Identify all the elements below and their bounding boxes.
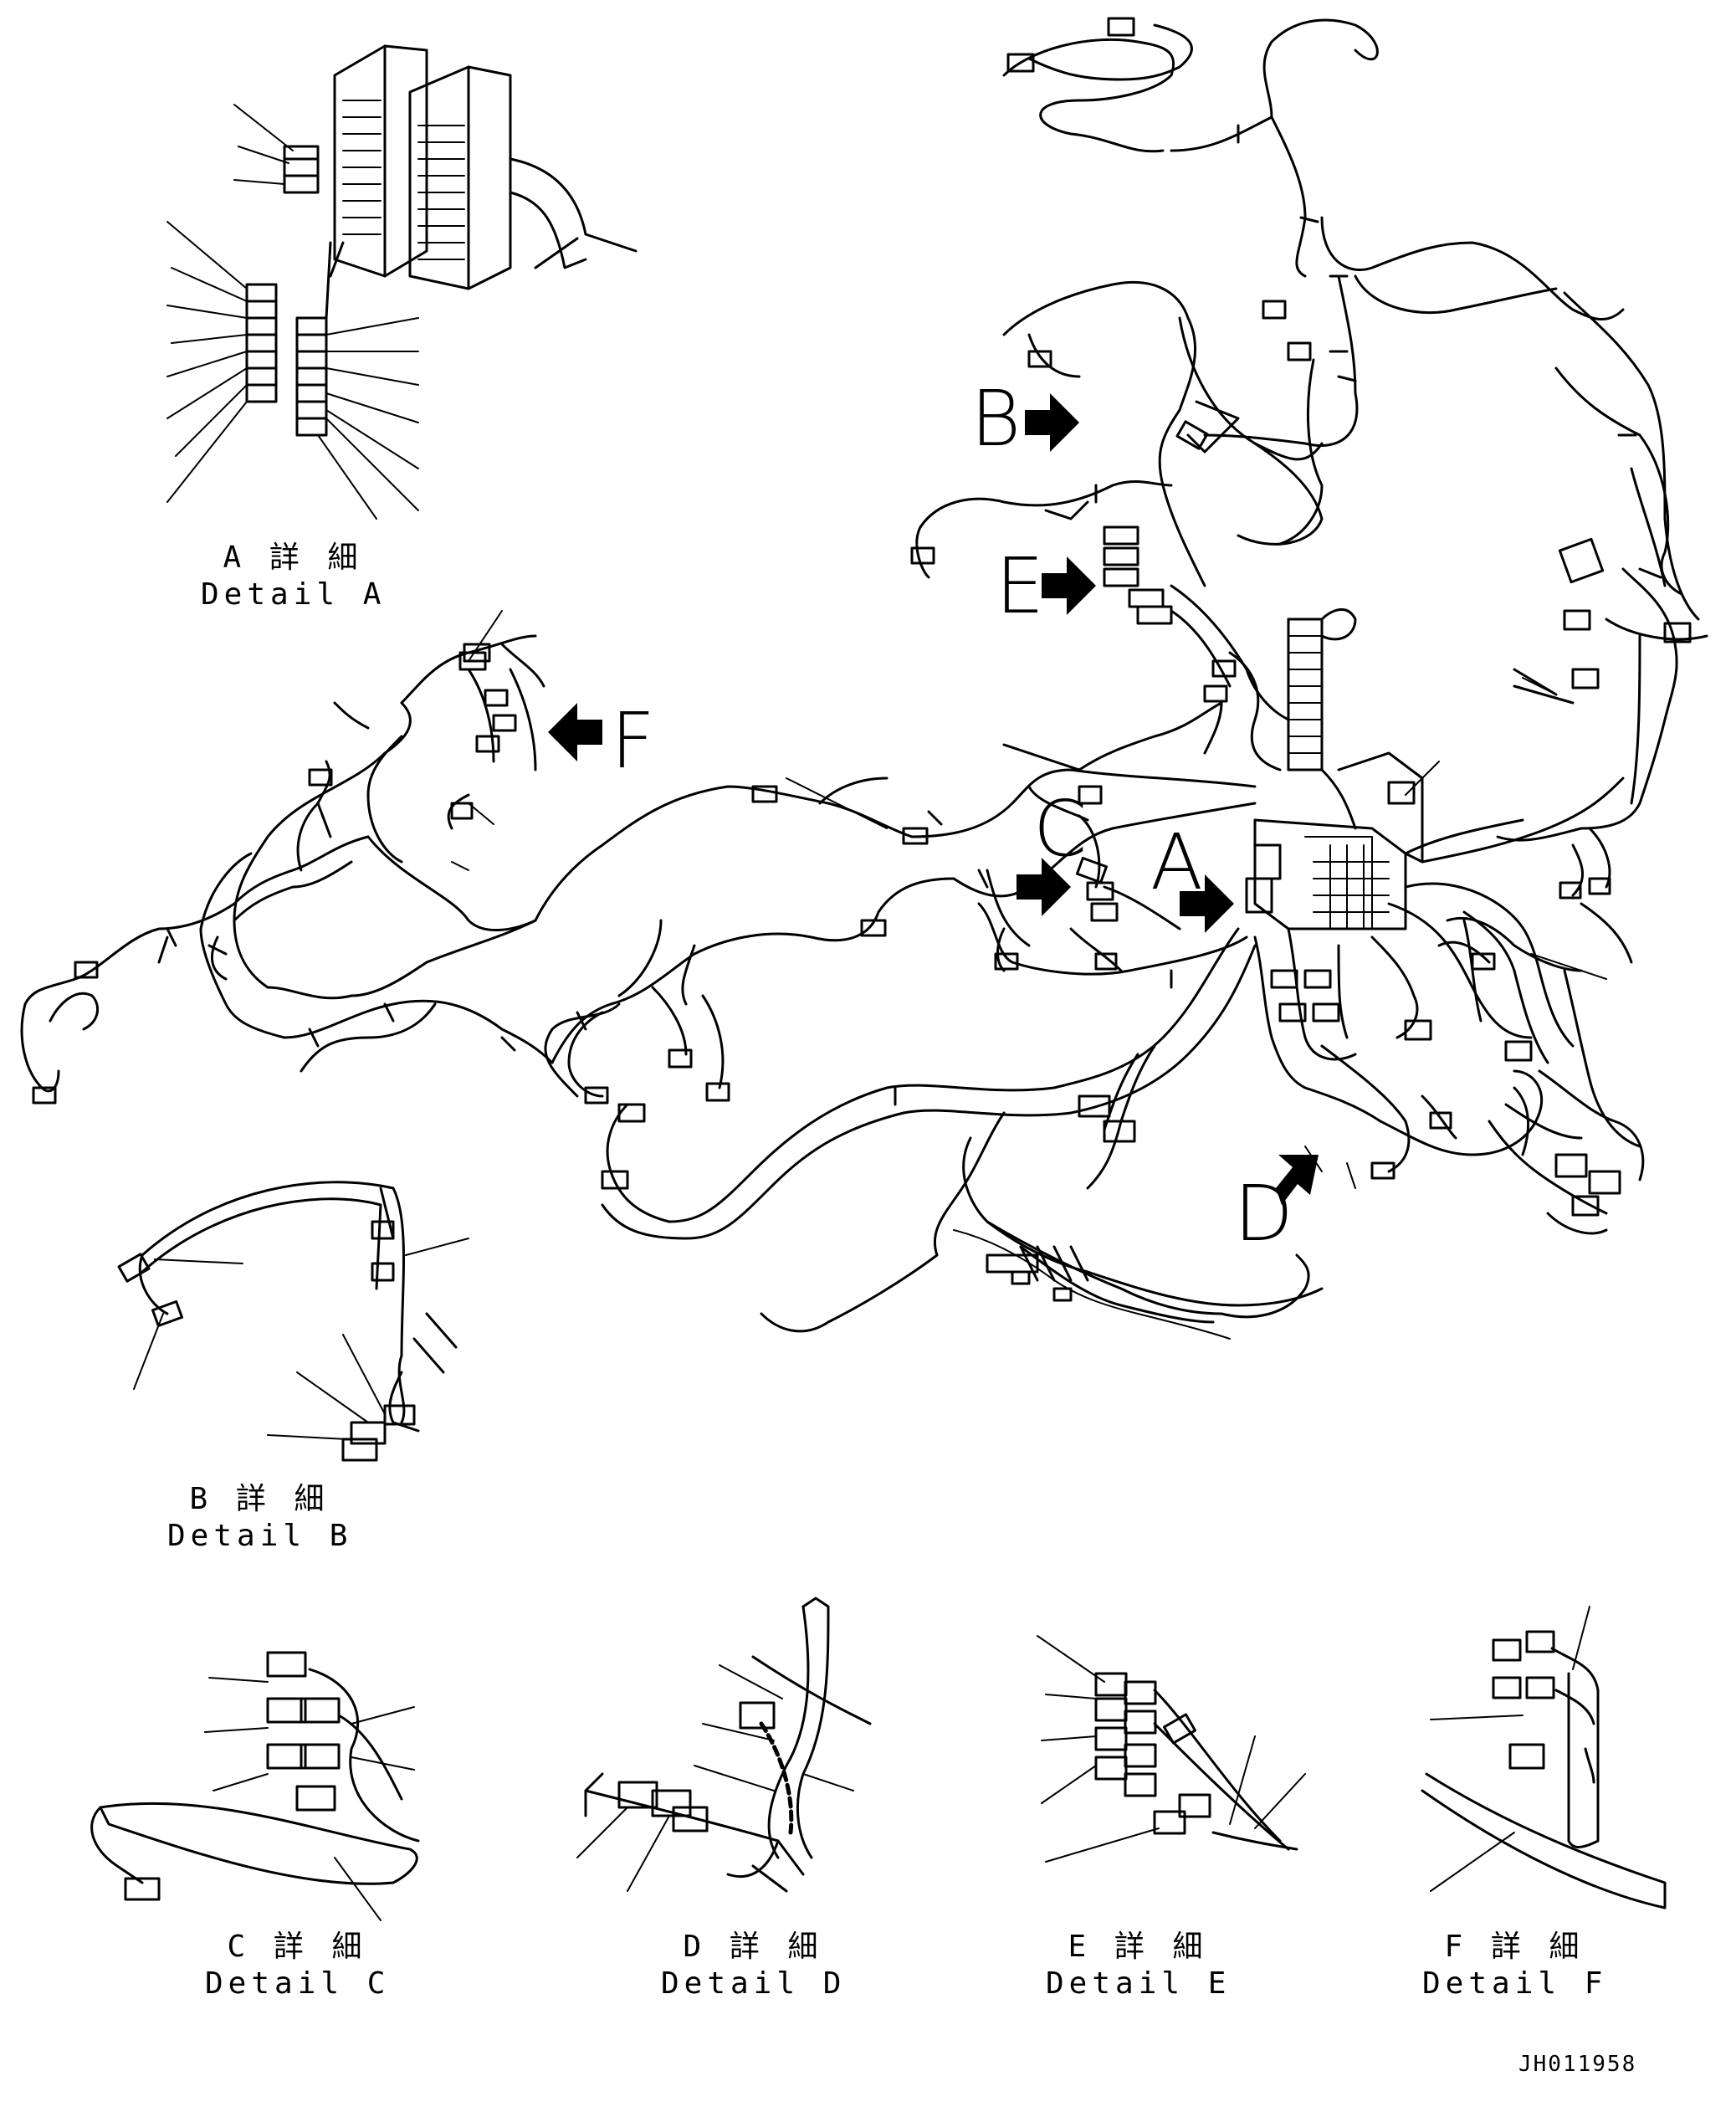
drawing-code: JH011958 [1518,2052,1637,2077]
caption-detail-f: F 詳 細 Detail F [1422,1929,1606,2002]
caption-detail-a: A 詳 細 Detail A [201,540,385,613]
callout-letter-f: F [611,696,655,786]
detail-b-drawing [117,1181,469,1462]
caption-detail-d-en: Detail D [661,1966,847,2001]
arrow-e [1042,556,1096,615]
callout-letter-b: B [970,374,1022,464]
callout-letter-d: D [1234,1169,1293,1258]
caption-detail-c-jp: C 詳 細 [227,1930,367,1964]
callout-letter-e: E [996,541,1045,631]
detail-e-drawing [1037,1635,1306,1863]
caption-detail-a-jp: A 詳 細 [223,541,363,575]
pointer-arrows [548,393,1319,1205]
caption-detail-d-jp: D 詳 細 [683,1930,823,1964]
detail-d-drawing [576,1597,872,1893]
main-harness [20,17,1708,1340]
caption-detail-d: D 詳 細 Detail D [661,1929,845,2002]
arrow-f [548,703,602,761]
callout-letter-a: A [1150,818,1203,907]
caption-detail-e-en: Detail E [1046,1966,1232,2001]
detail-a-drawing [166,44,638,520]
arrow-d [1276,1155,1319,1205]
caption-detail-a-en: Detail A [201,577,387,612]
caption-detail-f-jp: F 詳 細 [1444,1930,1585,1964]
caption-detail-b-en: Detail B [167,1519,353,1553]
arrow-a [1180,874,1234,933]
caption-detail-b: B 詳 細 Detail B [167,1481,351,1555]
caption-detail-b-jp: B 詳 細 [189,1482,330,1516]
callout-letter-c: C [1033,784,1088,874]
detail-c-drawing [90,1651,420,1921]
caption-detail-e: E 詳 細 Detail E [1046,1929,1230,2002]
caption-detail-c: C 詳 細 Detail C [205,1929,389,2002]
caption-detail-c-en: Detail C [205,1966,391,2001]
arrow-b [1025,393,1079,452]
detail-f-drawing [1421,1606,1667,1909]
caption-detail-e-jp: E 詳 細 [1068,1930,1208,1964]
caption-detail-f-en: Detail F [1422,1966,1608,2001]
arrow-c [1017,858,1071,916]
